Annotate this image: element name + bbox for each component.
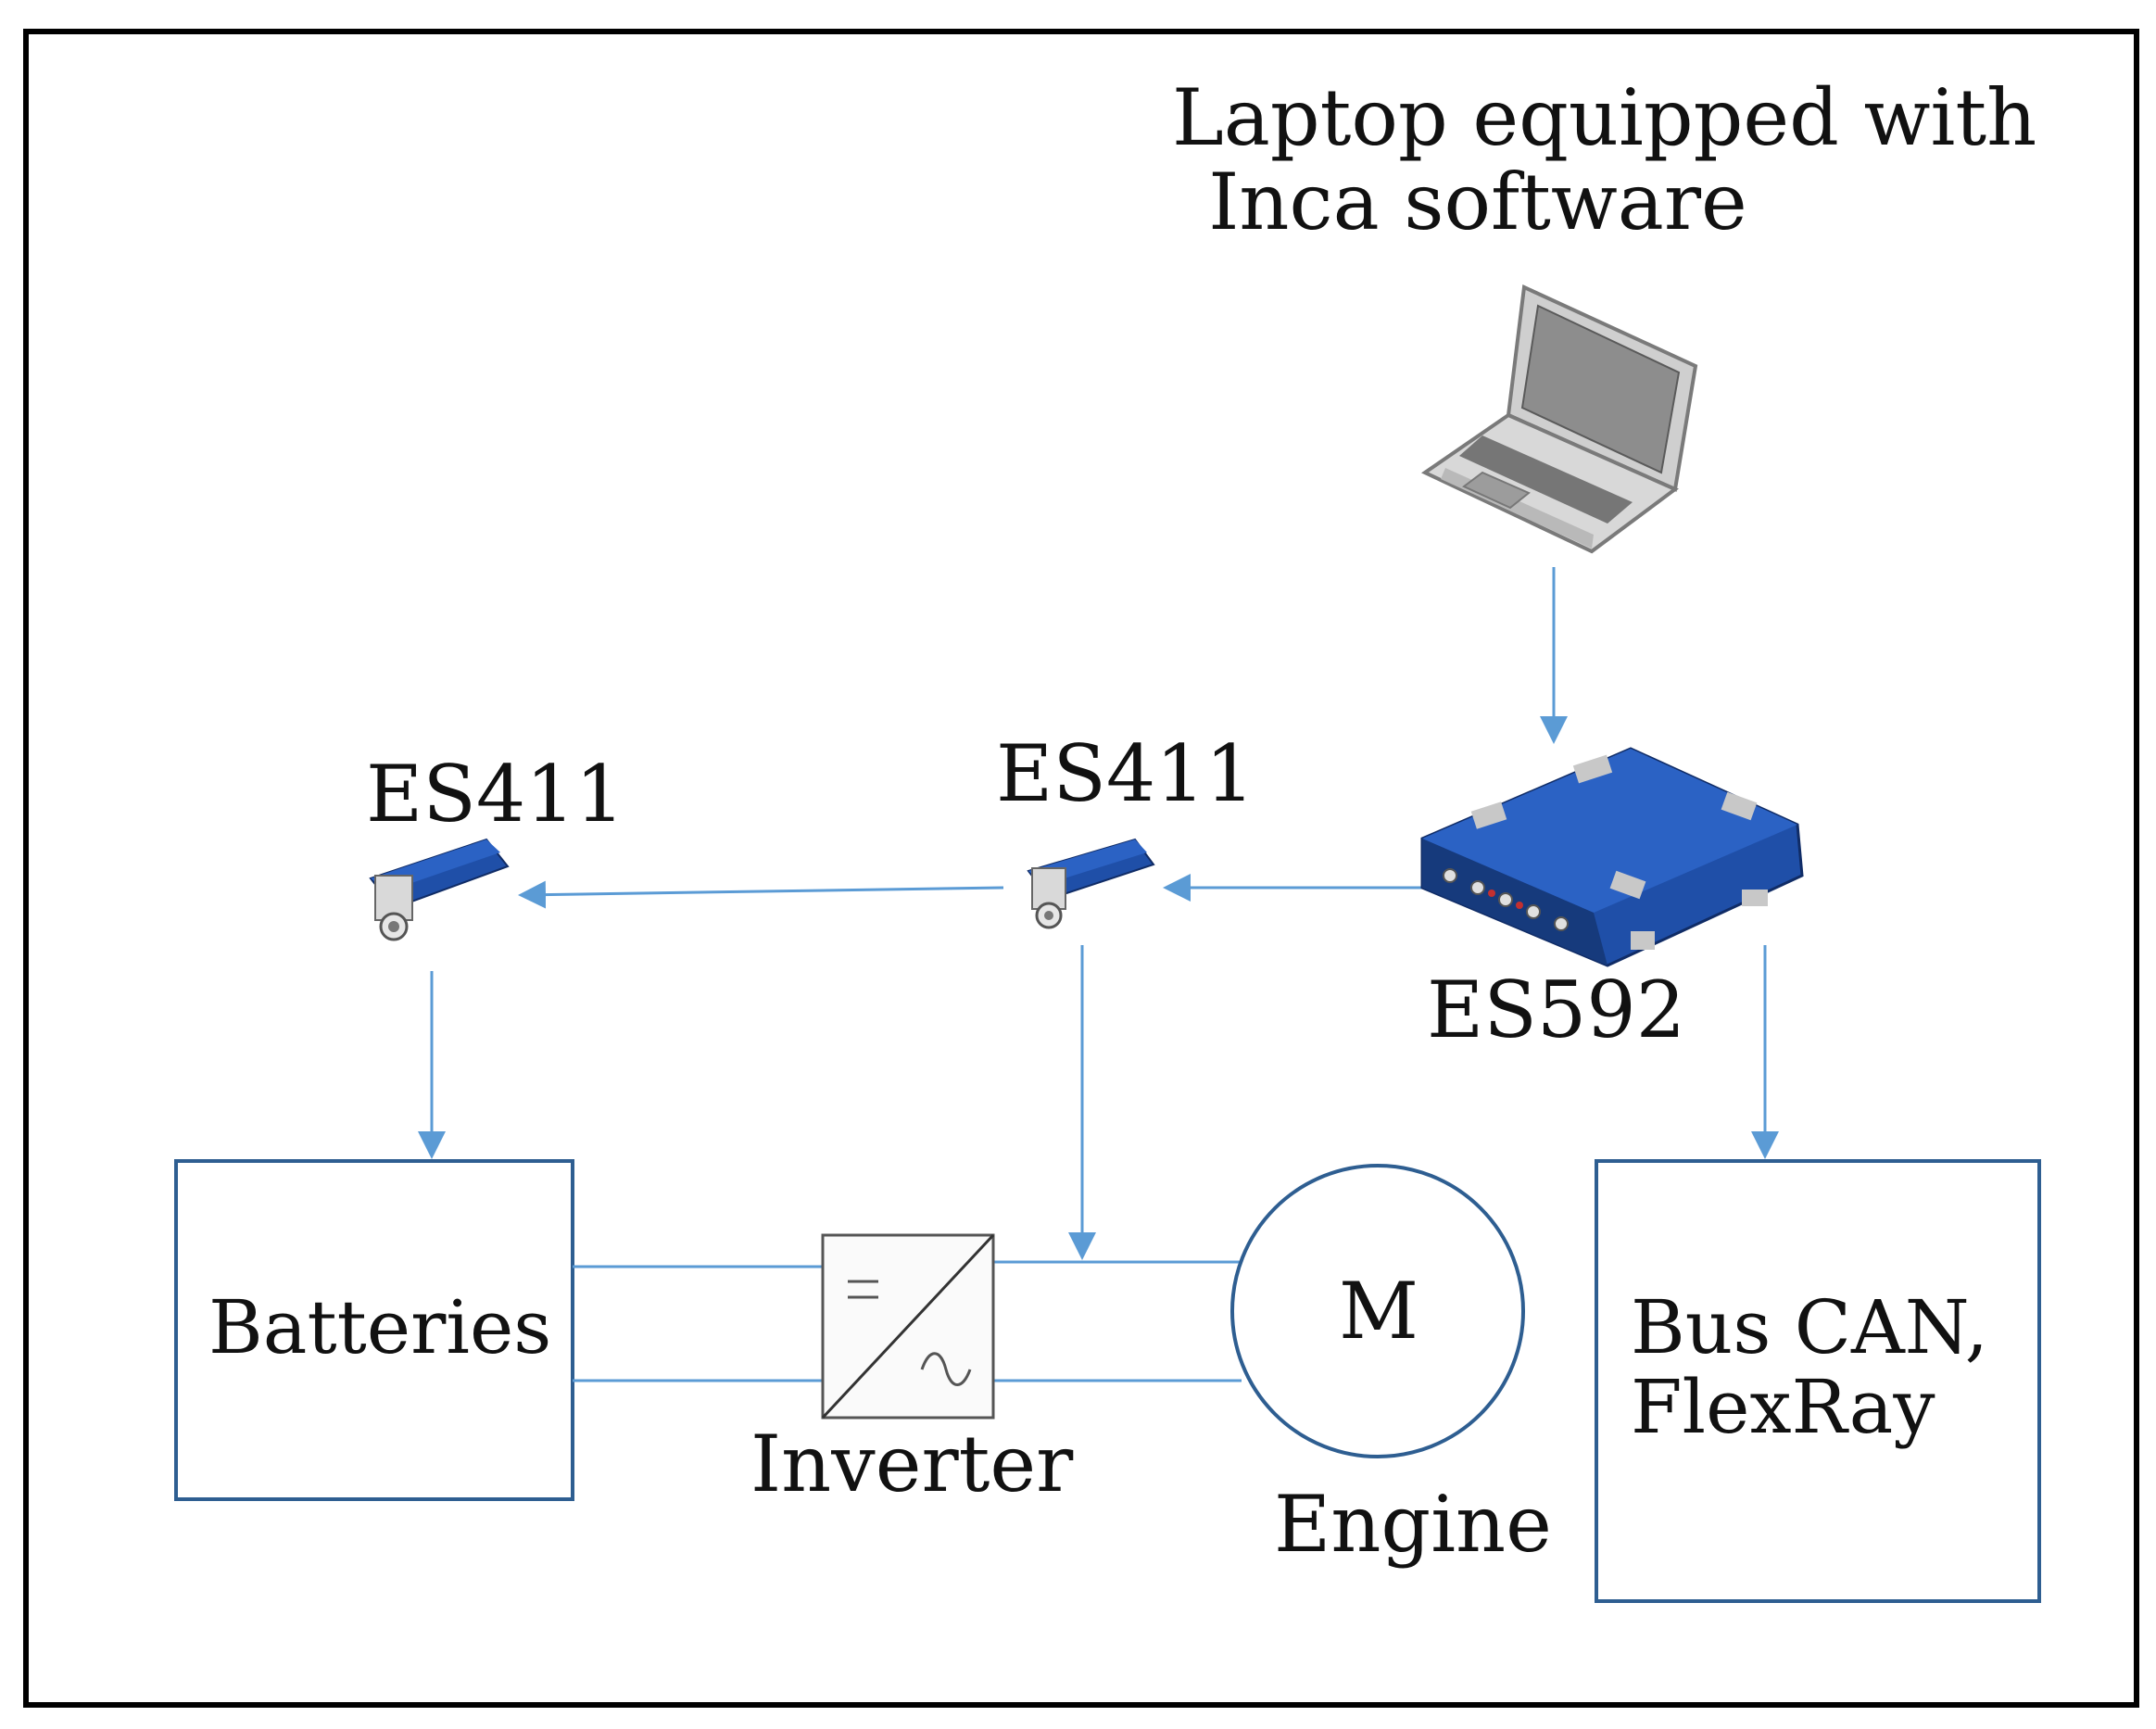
bus-label: Bus CAN, FlexRay	[1631, 1284, 1989, 1451]
es592-device-icon	[1420, 747, 1804, 967]
motor-symbol-label: M	[1339, 1266, 1419, 1357]
inverter-label: Inverter	[750, 1419, 1074, 1509]
batteries-label: Batteries	[208, 1284, 552, 1370]
power-lines	[573, 1260, 1242, 1382]
bus-box	[1595, 1159, 2041, 1603]
outer-frame	[23, 29, 2139, 1708]
laptop-icon	[1421, 284, 1698, 554]
laptop-label: Laptop equipped with Inca software	[1172, 72, 2037, 247]
inverter-symbol	[821, 1233, 995, 1420]
motor-symbol	[1230, 1164, 1525, 1458]
batteries-box	[174, 1159, 574, 1501]
es411-module-icon-left	[369, 838, 510, 941]
arrow-es411-mid-to-es411-left	[518, 880, 1004, 909]
es411-left-label: ES411	[366, 749, 625, 839]
es592-label: ES592	[1427, 965, 1686, 1055]
signal-arrows	[418, 567, 1779, 1260]
engine-label: Engine	[1274, 1479, 1552, 1570]
es411-mid-label: ES411	[996, 728, 1255, 819]
es411-module-icon-mid	[1027, 838, 1155, 929]
